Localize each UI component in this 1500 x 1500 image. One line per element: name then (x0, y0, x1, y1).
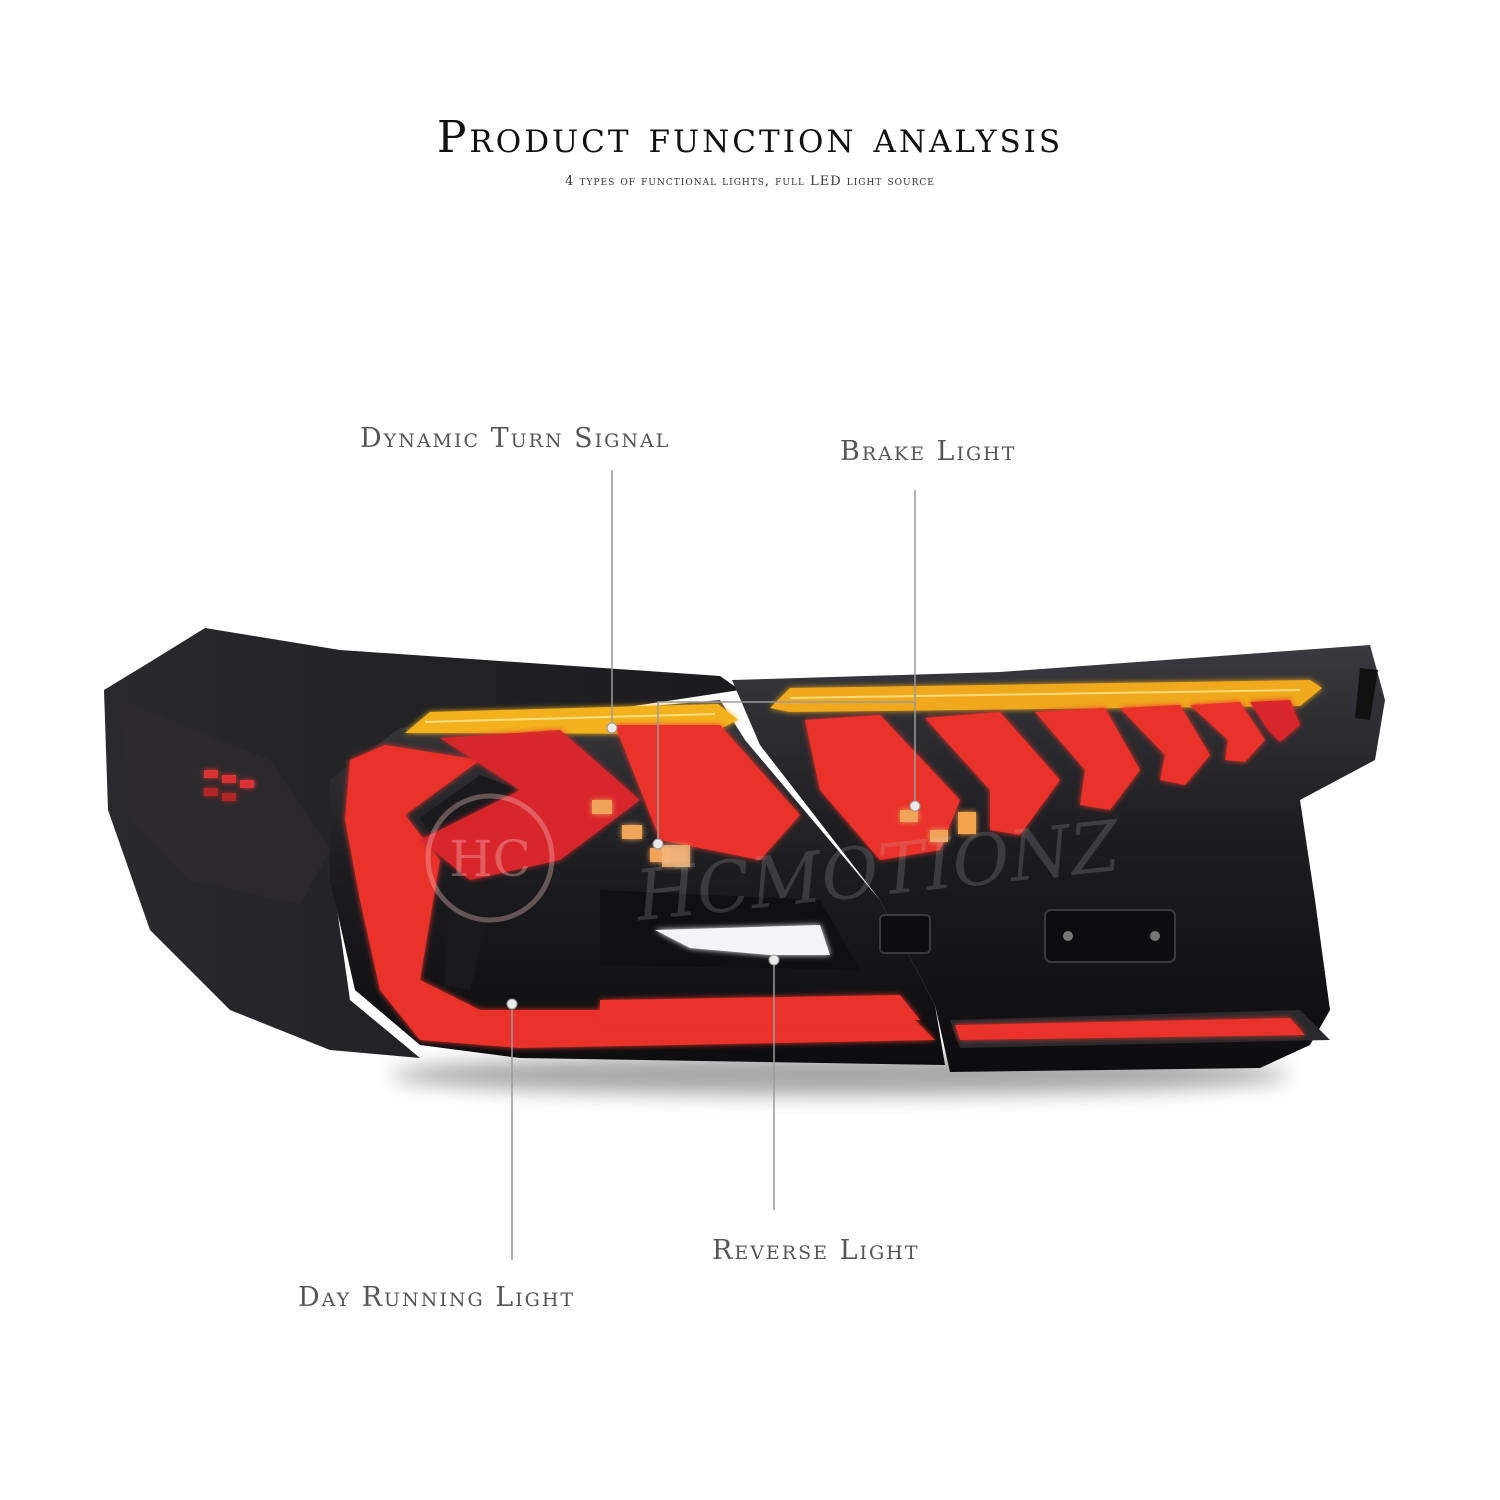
callout-dot-turn-signal-2 (652, 838, 664, 850)
callout-dot-brake (909, 800, 921, 812)
page-subtitle: 4 types of functional lights, full LED l… (565, 174, 935, 189)
side-marker-lens (120, 700, 330, 905)
turn-signal-segments-left (592, 800, 690, 867)
trunk-sensor-bracket (879, 914, 931, 954)
reverse-light-lens (655, 925, 830, 955)
label-day-running-light: Day Running Light (298, 1282, 576, 1313)
turn-signal-segments-right (900, 810, 976, 842)
page-title: Product function analysis (436, 112, 1064, 163)
label-brake-light: Brake Light (840, 436, 1017, 467)
turn-signal-strip-right (770, 680, 1322, 712)
label-reverse-light: Reverse Light (712, 1235, 920, 1266)
logo-watermark-ring (425, 793, 555, 923)
bracket-screw (1150, 931, 1160, 941)
drl-lower-strip-right (955, 1018, 1305, 1040)
callout-dot-day-running (506, 998, 518, 1010)
side-marker-led (204, 770, 254, 801)
right-lamp-connector (1355, 668, 1378, 720)
left-lamp-side-shell (104, 628, 740, 1058)
leader-turn-signal-branch (657, 701, 915, 842)
license-lamp-bracket (1044, 909, 1176, 963)
drl-mid-chevron (420, 725, 920, 1020)
callout-dot-reverse (768, 954, 780, 966)
bracket-screw (1063, 931, 1073, 941)
brake-light-blades (805, 700, 1300, 860)
label-dynamic-turn-signal: Dynamic Turn Signal (360, 423, 671, 454)
callout-dot-turn-signal (606, 722, 618, 734)
logo-watermark-mark: HC (449, 830, 531, 888)
